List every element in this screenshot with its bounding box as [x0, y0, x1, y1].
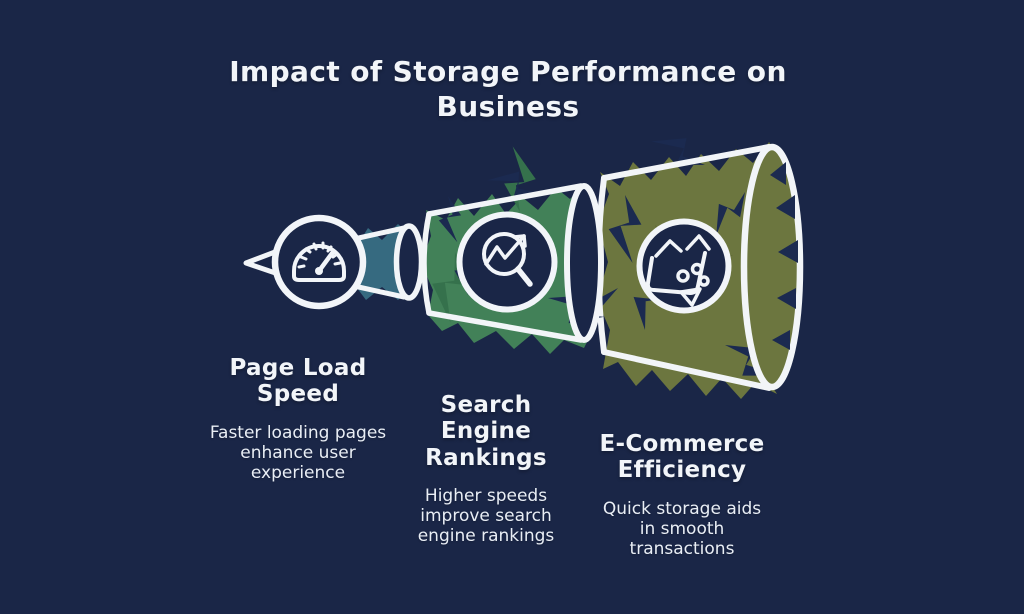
stage-heading: Search Engine Rankings [425, 392, 547, 471]
stage-description: Higher speeds improve search engine rank… [417, 486, 555, 547]
stage-label-e-commerce-efficiency: E-Commerce Efficiency Quick storage aids… [596, 431, 768, 559]
stage-label-search-engine-rankings: Search Engine Rankings Higher speeds imp… [411, 392, 561, 546]
stage-heading: Page Load Speed [229, 355, 367, 408]
stage-label-page-load-speed: Page Load Speed Faster loading pages enh… [209, 355, 387, 483]
speedometer-icon [271, 214, 367, 310]
stage-description: Faster loading pages enhance user experi… [209, 422, 387, 483]
stage-description: Quick storage aids in smooth transaction… [602, 498, 762, 559]
shopping-basket-icon [636, 218, 732, 314]
stage-heading: E-Commerce Efficiency [599, 431, 765, 484]
page-title: Impact of Storage Performance on Busines… [229, 55, 787, 123]
search-trend-icon [456, 211, 558, 313]
